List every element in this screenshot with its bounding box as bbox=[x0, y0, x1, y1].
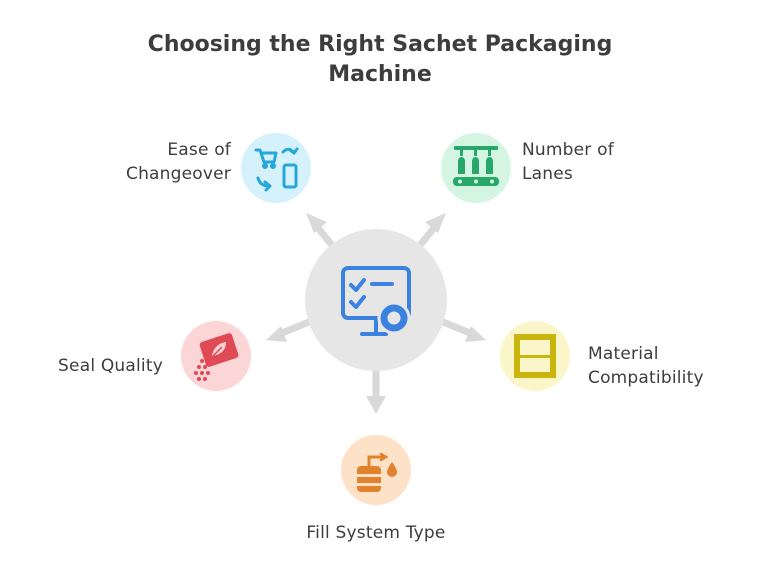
monitor-checklist-gear-icon bbox=[341, 266, 411, 336]
hub-circle bbox=[305, 229, 447, 371]
label-material-line-2: Compatibility bbox=[588, 368, 704, 388]
arrow-to-seal bbox=[266, 318, 313, 342]
title-line-1: Choosing the Right Sachet Packaging bbox=[147, 32, 613, 57]
diagram-title: Choosing the Right Sachet Packaging Mach… bbox=[80, 30, 680, 90]
node-changeover bbox=[241, 133, 311, 203]
changeover-circle bbox=[241, 133, 311, 203]
label-material-line-1: Material bbox=[588, 344, 659, 364]
arrow-to-material bbox=[439, 318, 486, 342]
label-lanes-line-2: Lanes bbox=[522, 164, 573, 184]
label-fill-line-1: Fill System Type bbox=[306, 523, 446, 543]
seal-leaf-icon bbox=[194, 333, 239, 381]
node-seal bbox=[181, 321, 251, 391]
swap-cart-phone-icon bbox=[254, 147, 299, 192]
label-material: Material Compatibility bbox=[588, 342, 748, 390]
arrow-to-fill bbox=[366, 364, 386, 414]
film-frame-icon bbox=[514, 334, 556, 378]
label-changeover-line-1: Ease of bbox=[167, 140, 231, 160]
label-seal-line-1: Seal Quality bbox=[58, 356, 163, 376]
tank-droplet-icon bbox=[357, 452, 397, 492]
node-lanes bbox=[441, 133, 511, 203]
label-seal: Seal Quality bbox=[30, 354, 163, 378]
node-material bbox=[500, 321, 570, 391]
node-fill bbox=[341, 435, 411, 505]
label-changeover: Ease of Changeover bbox=[98, 138, 231, 186]
label-lanes-line-1: Number of bbox=[522, 140, 614, 160]
label-fill: Fill System Type bbox=[276, 521, 476, 545]
bottle-conveyor-icon bbox=[453, 146, 499, 186]
title-line-2: Machine bbox=[328, 62, 432, 87]
label-changeover-line-2: Changeover bbox=[126, 164, 231, 184]
label-lanes: Number of Lanes bbox=[522, 138, 682, 186]
